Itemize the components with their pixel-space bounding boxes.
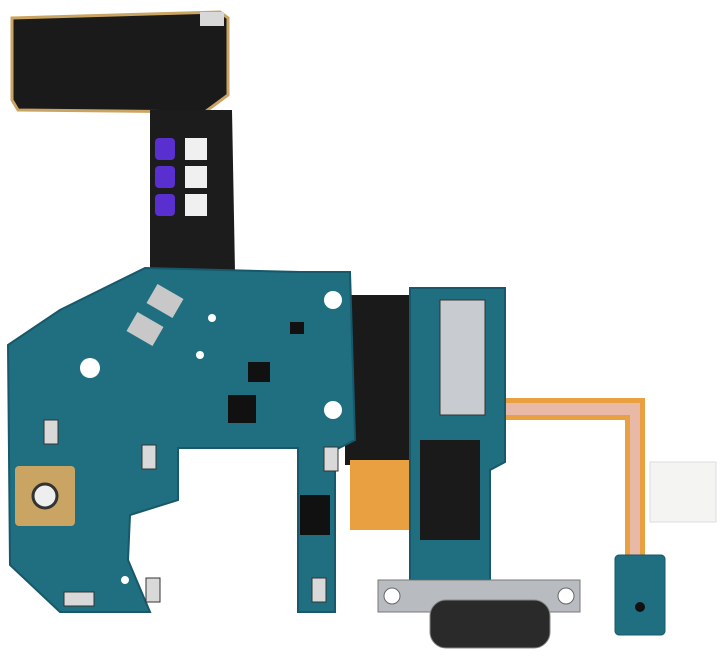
right-board-black-flex xyxy=(420,440,480,540)
middle-flex xyxy=(345,295,420,465)
components xyxy=(15,283,342,607)
white-tab xyxy=(649,461,717,523)
mic-board xyxy=(614,554,666,636)
shield-plate xyxy=(439,299,486,416)
right-orange-flex xyxy=(500,398,645,560)
right-pink-flex xyxy=(505,403,640,555)
usb-c-port xyxy=(429,599,551,649)
top-flex-pad xyxy=(10,10,230,114)
main-board xyxy=(6,266,357,613)
contact-pads xyxy=(155,138,207,216)
middle-flex-orange xyxy=(350,460,420,530)
flex-stem xyxy=(150,110,235,272)
top-flex-corner-tab xyxy=(200,12,224,26)
